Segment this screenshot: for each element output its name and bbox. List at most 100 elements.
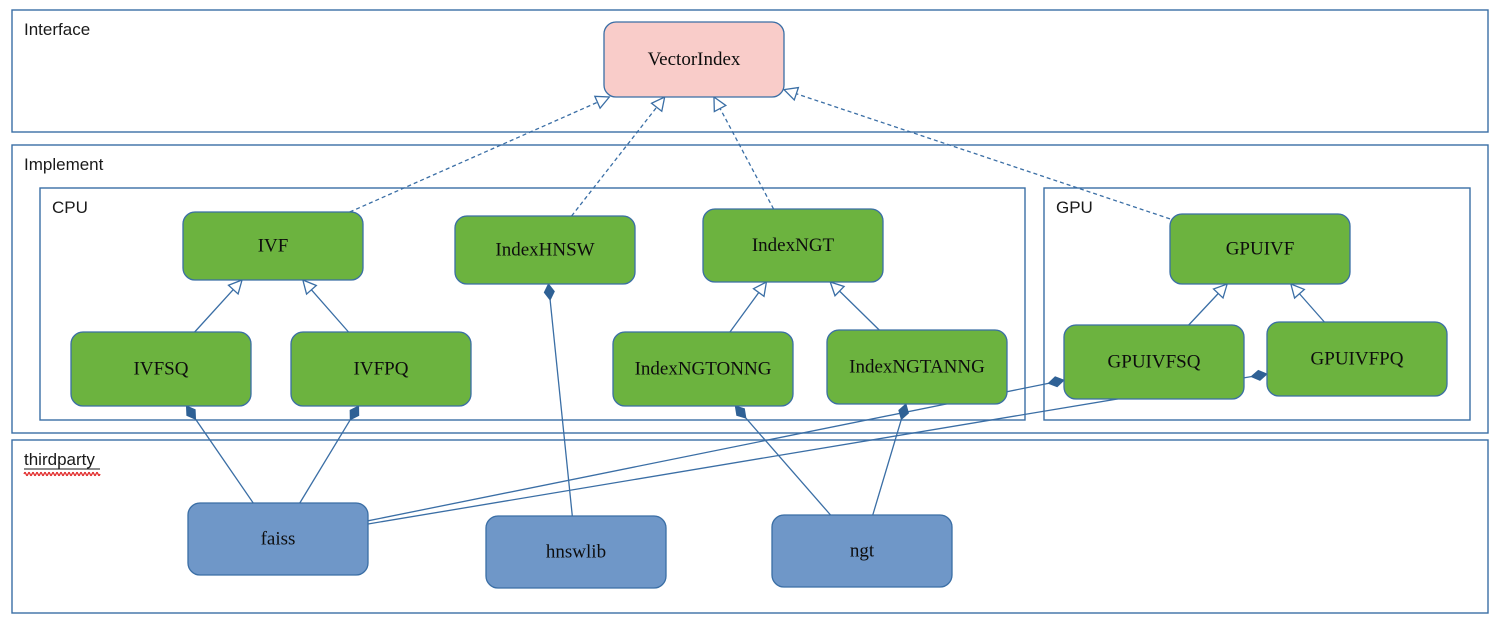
edge-line-indexhnsw-vectorindex: [571, 106, 658, 217]
edge-faiss-gpuivfpq: [367, 369, 1268, 525]
node-ivfsq[interactable]: IVFSQ: [70, 331, 252, 407]
edge-line-gpuivfsq-gpuivf: [1188, 292, 1220, 326]
edge-line-faiss-ivfsq: [195, 418, 254, 504]
node-ivfpq[interactable]: IVFPQ: [290, 331, 472, 407]
node-gpuivfsq[interactable]: GPUIVFSQ: [1063, 324, 1245, 400]
group-label-implement: Implement: [24, 155, 104, 174]
node-box-faiss[interactable]: [187, 502, 369, 576]
node-box-vectorindex[interactable]: [603, 21, 785, 98]
edge-line-faiss-gpuivfpq: [367, 376, 1252, 525]
node-faiss[interactable]: faiss: [187, 502, 369, 576]
node-box-ngt[interactable]: [771, 514, 953, 588]
edge-faiss-gpuivfsq: [367, 376, 1065, 522]
node-label-hnswlib: hnswlib: [546, 541, 606, 562]
node-label-ivf: IVF: [258, 235, 289, 256]
node-box-indexngtanng[interactable]: [826, 329, 1008, 405]
group-label-interface: Interface: [24, 20, 90, 39]
edge-faiss-ivfpq: [299, 405, 360, 504]
group-label-thirdparty: thirdparty: [24, 450, 95, 469]
node-indexhnsw[interactable]: IndexHNSW: [454, 215, 636, 285]
edge-ivfsq-ivf: [194, 278, 244, 333]
diamond-arrowhead-ngt-indexngtanng: [898, 403, 910, 421]
node-box-ivf[interactable]: [182, 211, 364, 281]
node-box-indexngtonng[interactable]: [612, 331, 794, 407]
node-box-indexhnsw[interactable]: [454, 215, 636, 285]
node-box-indexngt[interactable]: [702, 208, 884, 283]
edge-line-indexngtanng-indexngt: [838, 289, 880, 331]
node-label-indexhnsw: IndexHNSW: [495, 239, 594, 260]
edge-line-faiss-ivfpq: [299, 419, 351, 504]
node-box-ivfpq[interactable]: [290, 331, 472, 407]
edge-indexngtonng-indexngt: [729, 280, 768, 333]
edge-line-indexngt-vectorindex: [719, 107, 775, 210]
triangle-arrowhead-ivf-vectorindex: [593, 95, 611, 110]
node-indexngt[interactable]: IndexNGT: [702, 208, 884, 283]
edge-gpuivf-vectorindex: [782, 86, 1171, 220]
diamond-arrowhead-faiss-ivfsq: [185, 405, 197, 420]
node-indexngtonng[interactable]: IndexNGTONNG: [612, 331, 794, 407]
edge-faiss-ivfsq: [185, 405, 254, 504]
triangle-arrowhead-gpuivfsq-gpuivf: [1212, 282, 1229, 300]
node-box-ivfsq[interactable]: [70, 331, 252, 407]
triangle-arrowhead-ivfsq-ivf: [227, 278, 244, 296]
group-label-gpu: GPU: [1056, 198, 1093, 217]
node-label-indexngtonng: IndexNGTONNG: [635, 358, 772, 379]
edge-gpuivfpq-gpuivf: [1289, 282, 1325, 323]
node-label-faiss: faiss: [261, 528, 296, 549]
edges-layer: [185, 86, 1325, 525]
triangle-arrowhead-indexngt-vectorindex: [713, 95, 728, 113]
node-label-gpuivfpq: GPUIVFPQ: [1311, 348, 1404, 369]
node-ivf[interactable]: IVF: [182, 211, 364, 281]
edge-line-gpuivf-vectorindex: [795, 92, 1171, 220]
edge-gpuivfsq-gpuivf: [1188, 282, 1229, 326]
diamond-arrowhead-faiss-gpuivfsq: [1047, 376, 1065, 388]
triangle-arrowhead-indexngtanng-indexngt: [829, 280, 846, 297]
node-gpuivf[interactable]: GPUIVF: [1169, 213, 1351, 285]
edge-indexhnsw-vectorindex: [571, 95, 666, 217]
node-box-gpuivfpq[interactable]: [1266, 321, 1448, 397]
edge-line-gpuivfpq-gpuivf: [1298, 292, 1325, 323]
edge-line-ngt-indexngtonng: [745, 417, 832, 516]
group-label-cpu: CPU: [52, 198, 88, 217]
node-ngt[interactable]: ngt: [771, 514, 953, 588]
edge-line-ivfpq-ivf: [310, 288, 350, 333]
edge-line-faiss-gpuivfsq: [367, 382, 1049, 522]
node-hnswlib[interactable]: hnswlib: [485, 515, 667, 589]
edge-hnswlib-indexhnsw: [543, 283, 573, 517]
triangle-arrowhead-indexngtonng-indexngt: [752, 280, 768, 298]
node-label-indexngt: IndexNGT: [752, 235, 835, 256]
edge-indexngtanng-indexngt: [829, 280, 880, 331]
diamond-arrowhead-faiss-ivfpq: [349, 405, 360, 421]
diamond-arrowhead-faiss-gpuivfpq: [1250, 369, 1268, 381]
triangle-arrowhead-ivfpq-ivf: [301, 278, 318, 296]
node-box-gpuivfsq[interactable]: [1063, 324, 1245, 400]
node-label-ivfsq: IVFSQ: [134, 358, 189, 379]
triangle-arrowhead-gpuivfpq-gpuivf: [1289, 282, 1306, 300]
node-gpuivfpq[interactable]: GPUIVFPQ: [1266, 321, 1448, 397]
edge-ngt-indexngtonng: [734, 405, 832, 516]
node-label-vectorindex: VectorIndex: [648, 49, 741, 70]
edge-line-hnswlib-indexhnsw: [549, 299, 573, 517]
edge-line-ngt-indexngtanng: [872, 419, 902, 516]
edge-ngt-indexngtanng: [872, 403, 910, 516]
node-box-hnswlib[interactable]: [485, 515, 667, 589]
triangle-arrowhead-indexhnsw-vectorindex: [650, 95, 666, 113]
edge-line-indexngtonng-indexngt: [729, 291, 760, 333]
diamond-arrowhead-hnswlib-indexhnsw: [543, 283, 555, 301]
edge-ivf-vectorindex: [349, 95, 611, 213]
node-box-gpuivf[interactable]: [1169, 213, 1351, 285]
node-label-ivfpq: IVFPQ: [354, 358, 409, 379]
node-label-gpuivf: GPUIVF: [1226, 238, 1295, 259]
node-label-gpuivfsq: GPUIVFSQ: [1108, 351, 1201, 372]
node-label-indexngtanng: IndexNGTANNG: [849, 356, 985, 377]
triangle-arrowhead-gpuivf-vectorindex: [782, 86, 800, 102]
node-vectorindex[interactable]: VectorIndex: [603, 21, 785, 98]
node-indexngtanng[interactable]: IndexNGTANNG: [826, 329, 1008, 405]
node-label-ngt: ngt: [850, 540, 875, 561]
edge-line-ivf-vectorindex: [349, 101, 599, 213]
diamond-arrowhead-ngt-indexngtonng: [734, 405, 747, 419]
edge-line-ivfsq-ivf: [194, 288, 235, 333]
